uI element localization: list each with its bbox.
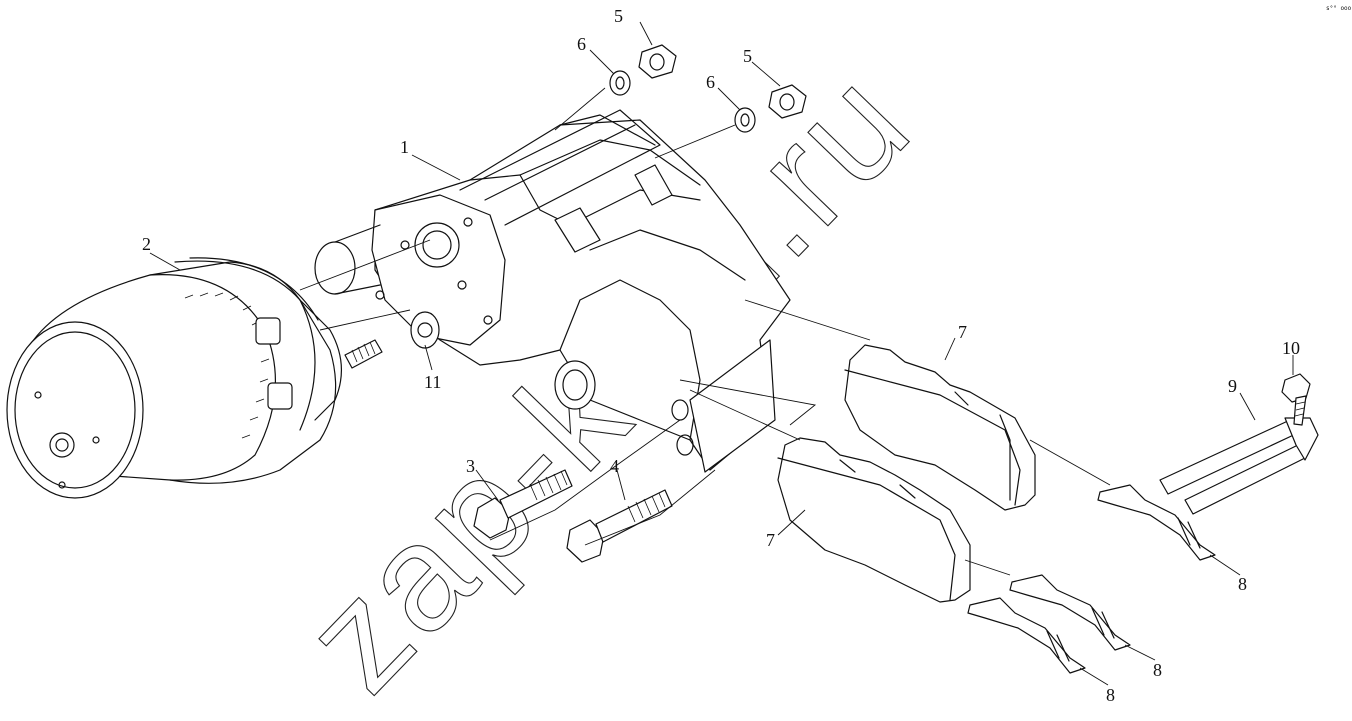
brake-pad-lower [777, 437, 971, 603]
brake-pad-upper [844, 344, 1036, 511]
corner-code: s°° ooo [1326, 5, 1352, 12]
spring-clip-3 [967, 597, 1086, 674]
caliper-body [314, 109, 791, 473]
leader-lines [149, 21, 1294, 686]
retainer-bolt [1281, 373, 1311, 426]
label-2: 2 [142, 234, 151, 254]
brake-chamber [6, 257, 383, 499]
label-8-right: 8 [1238, 574, 1247, 594]
label-6-lower: 6 [706, 72, 715, 92]
label-9: 9 [1228, 376, 1237, 396]
part-labels: 1 2 3 4 5 5 6 6 7 7 8 8 8 9 10 11 [142, 6, 1300, 705]
label-7-lower: 7 [766, 530, 775, 550]
label-3: 3 [466, 456, 475, 476]
label-8-bottom: 8 [1106, 685, 1115, 705]
pad-retainer-bar [1159, 417, 1319, 515]
label-1: 1 [400, 137, 409, 157]
label-8-middle: 8 [1153, 660, 1162, 680]
label-5-lower: 5 [743, 46, 752, 66]
label-4: 4 [610, 456, 619, 476]
label-7-upper: 7 [958, 322, 967, 342]
label-6-upper: 6 [577, 34, 586, 54]
bolt-4 [566, 489, 673, 563]
bolt-3 [473, 469, 573, 539]
spring-clip-1 [1097, 484, 1216, 561]
nut-washer-upper [609, 44, 677, 96]
label-10: 10 [1282, 338, 1300, 358]
label-11: 11 [424, 372, 441, 392]
nut-washer-lower [734, 84, 807, 133]
assembly-lines [299, 87, 1111, 576]
label-5-upper: 5 [614, 6, 623, 26]
spring-clip-2 [1009, 574, 1131, 651]
